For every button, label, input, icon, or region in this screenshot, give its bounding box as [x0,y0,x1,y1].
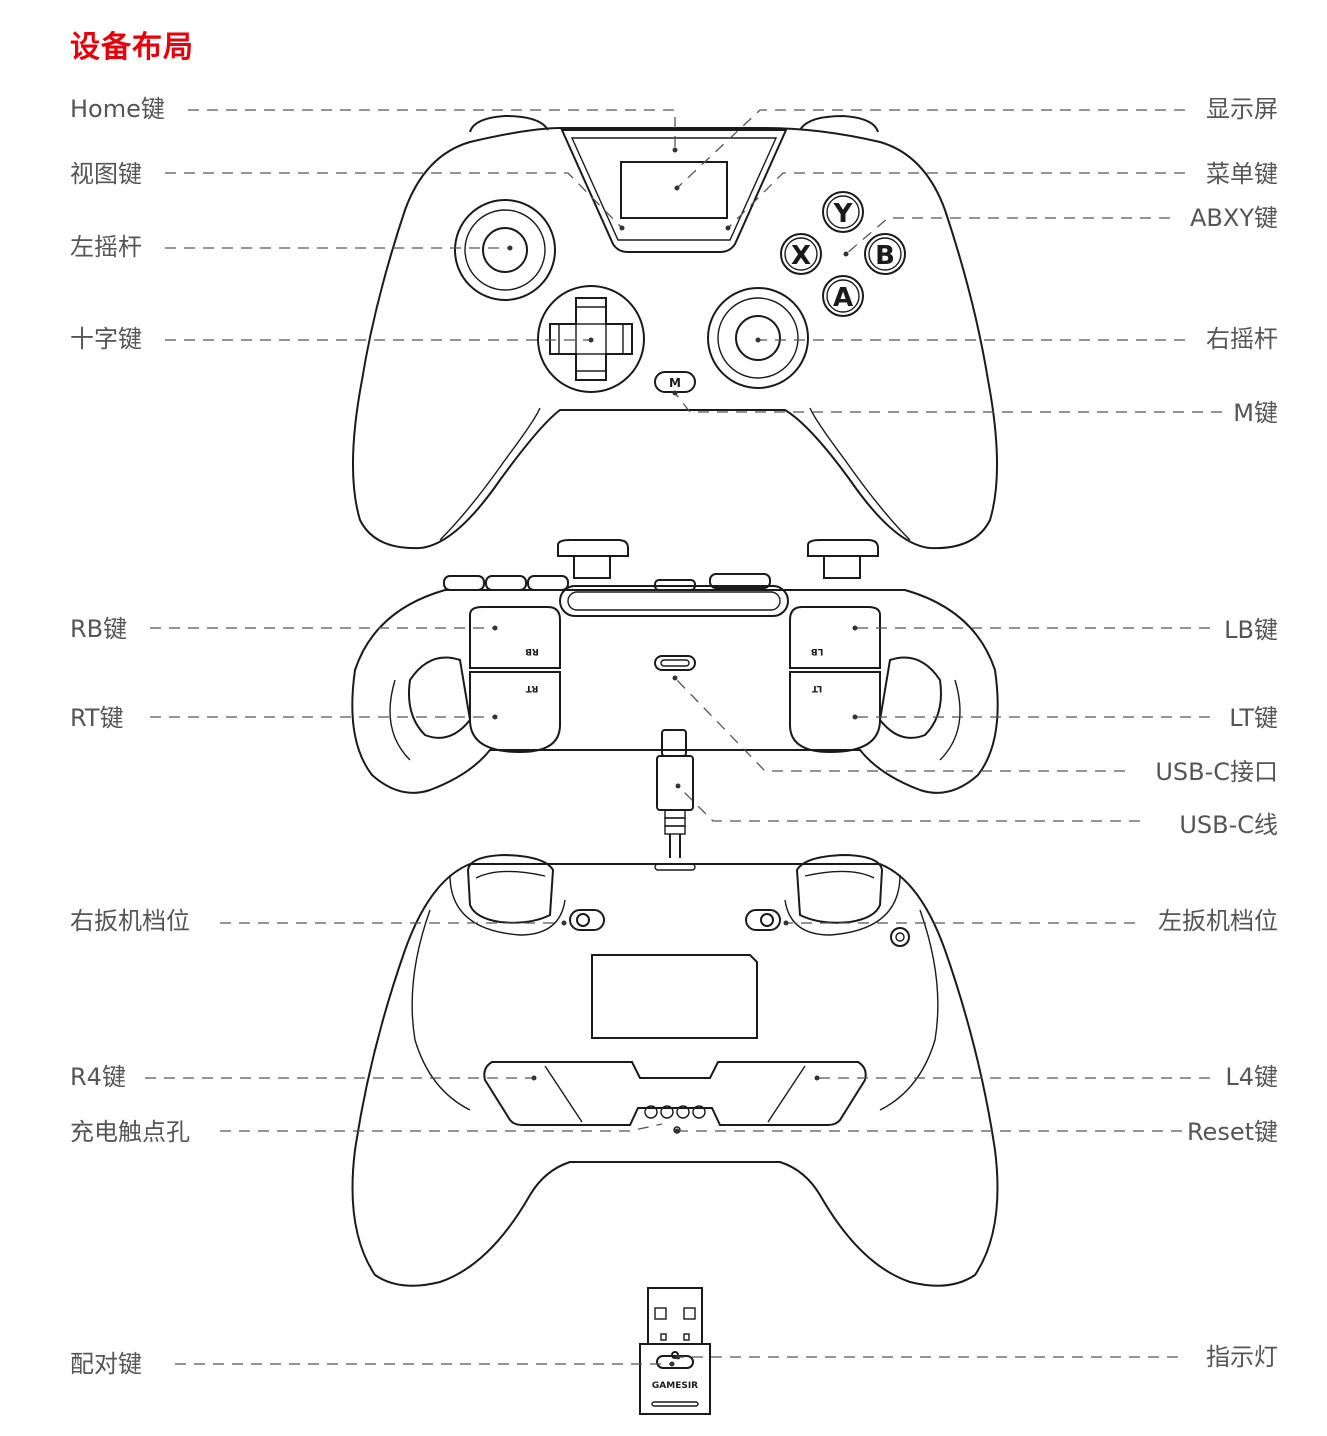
face-button-y: Y [823,192,863,232]
m-key-letter: M [669,376,681,390]
face-button-a: A [823,276,863,316]
back-round-button-inner [896,933,904,941]
dongle-usb-pin-left [661,1334,666,1340]
dongle-brand-text: GAMESIR [652,1381,698,1391]
left-trigger-side-housing [880,658,941,738]
top-right-stick-shaft [824,556,860,578]
controller-front-view: Y X B A M [353,116,997,548]
top-small-button-3 [528,576,568,590]
right-trigger-side-housing [409,658,470,738]
usb-c-strain-relief-2 [665,818,685,826]
face-button-x: X [781,234,821,274]
back-left-trigger-ridge [805,871,874,878]
battery-panel [592,955,757,1038]
back-right-trigger [468,855,553,923]
display-housing-inner [572,138,776,240]
back-right-trigger-well [450,875,565,935]
leader-menu [728,173,1185,228]
front-grip-line-right [810,408,910,540]
controller-top-view: RB RT LB LT [352,540,997,793]
usb-c-strain-relief-3 [665,826,685,834]
back-right-trigger-ridge [476,871,545,878]
front-body-outline [353,128,997,548]
face-button-a-letter: A [833,283,853,313]
lt-key [790,672,880,752]
usb-c-plug-tip [662,730,686,756]
lb-key [790,607,880,668]
top-left-stick-cap [558,540,628,556]
left-stick [455,200,555,300]
rt-key [470,672,560,752]
back-round-button [891,928,909,946]
back-left-trigger-well [785,875,900,935]
top-left-stick-shaft [574,556,610,578]
r4-paddle-divider [545,1066,582,1122]
usb-c-port-inner [661,660,689,666]
rt-mark: RT [525,683,539,693]
front-grip-line-left [440,408,540,540]
rb-key [470,607,560,668]
lb-mark: LB [811,646,824,656]
dongle-usb-hole-left [655,1308,666,1319]
face-button-b-letter: B [875,241,895,271]
leader-view [165,173,622,228]
top-center-bar-inner [568,592,780,610]
top-right-stick-cap [808,540,878,556]
dongle-usb-plug [648,1288,702,1344]
right-trigger-stop-switch [570,910,604,930]
back-paddle-plate [484,1062,865,1125]
face-button-b: B [865,234,905,274]
usb-c-plug-body [657,756,693,810]
top-small-button-1 [444,576,484,590]
face-button-x-letter: X [791,241,811,271]
leader-usbc-port [675,678,1125,771]
top-grip-line-left [390,680,410,760]
m-key: M [655,372,695,392]
dongle-usb-pin-right [684,1334,689,1340]
dongle-body [640,1344,710,1414]
leader-display [677,110,1185,188]
leader-usbc-cable [678,786,1140,821]
back-left-trigger [797,855,882,923]
leader-lines [145,110,1222,1364]
face-button-y-letter: Y [833,199,854,229]
usb-dongle: GAMESIR [640,1288,710,1414]
l4-paddle-divider [768,1066,805,1122]
display-screen [621,162,727,218]
back-grip-line-left [412,910,470,1110]
usb-c-strain-relief-1 [665,810,685,818]
dongle-bottom-slot [652,1402,698,1406]
rb-mark: RB [525,646,539,656]
top-body-outline [352,590,997,793]
controller-back-view [353,855,998,1286]
top-small-button-2 [486,576,526,590]
left-trigger-stop-switch [746,910,780,930]
dongle-usb-hole-right [684,1308,695,1319]
lt-mark: LT [811,683,822,693]
top-grip-line-right [940,680,960,760]
